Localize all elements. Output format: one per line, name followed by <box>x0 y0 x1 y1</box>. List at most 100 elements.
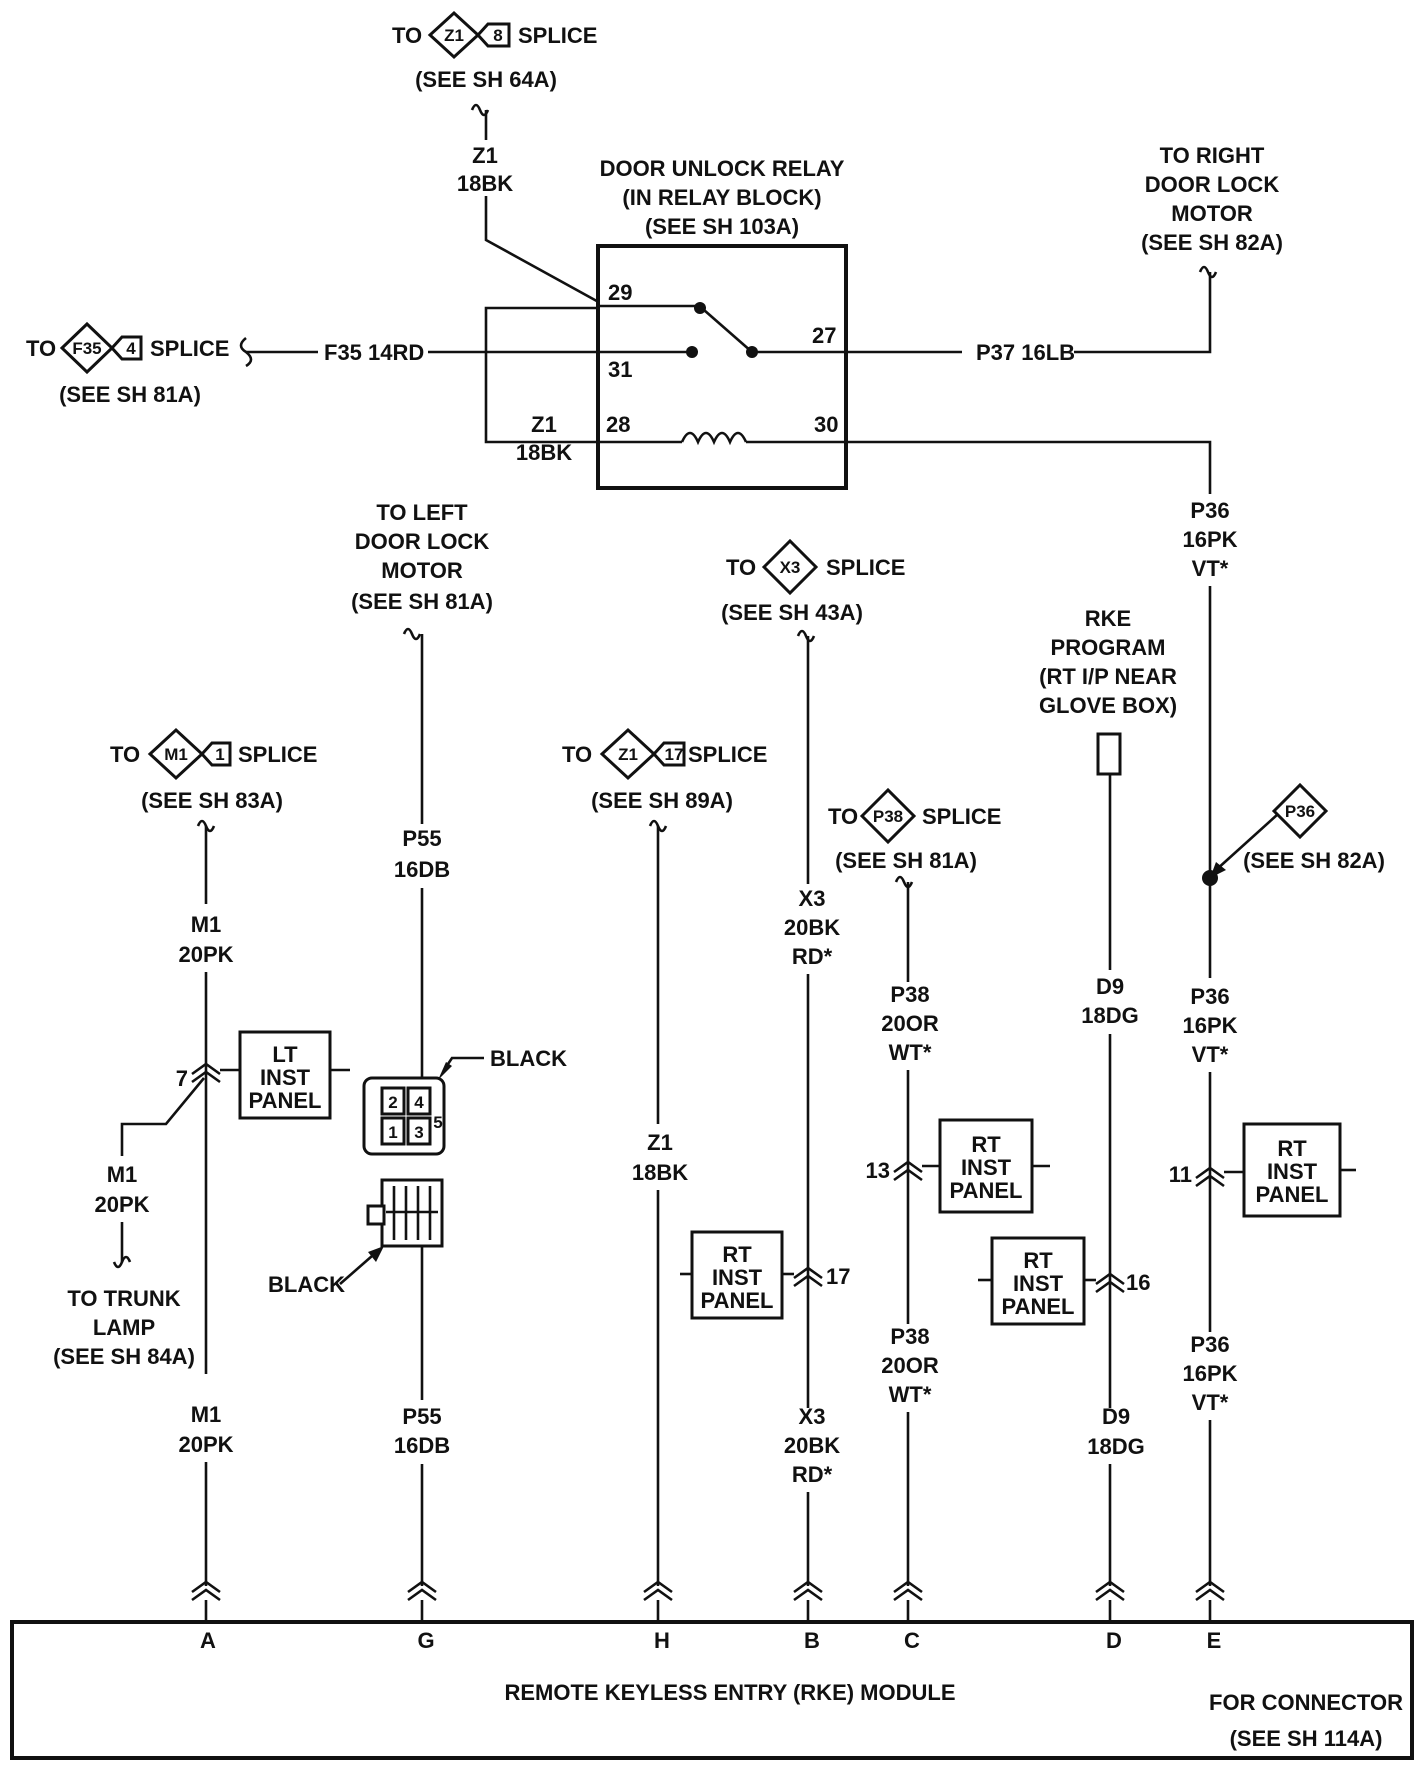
left-lock-ref: (SEE SH 81A) <box>351 589 493 614</box>
splice-z1-8: TO Z1 8 SPLICE (SEE SH 64A) Z1 18BK <box>392 10 605 307</box>
m1-connector-7 <box>191 1062 221 1084</box>
wire-break-symbol <box>796 629 816 643</box>
rt-panel-11-l3: PANEL <box>1256 1182 1329 1207</box>
d9-connector-16 <box>1095 1272 1125 1294</box>
splice-m1-w4: 20PK <box>94 1192 149 1217</box>
rt-panel-13-l1: RT <box>971 1132 1001 1157</box>
splice-f35-num: 4 <box>126 339 136 358</box>
p36-pin-11: 11 <box>1169 1162 1192 1187</box>
z1-loop-code: Z1 <box>531 412 557 437</box>
p36-w2: 16PK <box>1182 527 1237 552</box>
left-lock-w4: 16DB <box>394 1433 450 1458</box>
p36-w7: P36 <box>1190 1332 1229 1357</box>
p36-w4: P36 <box>1190 984 1229 1009</box>
p36-w5: 16PK <box>1182 1013 1237 1038</box>
relay-coil <box>680 431 748 446</box>
right-lock-ref: (SEE SH 82A) <box>1141 230 1283 255</box>
p36-circuit: P36 16PK VT* P36 (SEE SH 82A) P36 16PK V… <box>846 440 1385 1586</box>
p36-connector-11 <box>1195 1166 1225 1188</box>
p36-w3: VT* <box>1192 556 1229 581</box>
wire-z1-gauge: 18BK <box>457 171 513 196</box>
cavity-label-3: 3 <box>414 1123 423 1142</box>
p36-w9: VT* <box>1192 1390 1229 1415</box>
wire-break-symbol <box>402 627 422 641</box>
relay-pin-28: 28 <box>606 412 630 437</box>
relay-pin-27: 27 <box>812 323 836 348</box>
rt-panel-17-l1: RT <box>722 1242 752 1267</box>
trunk-line1: TO TRUNK <box>67 1286 180 1311</box>
left-lock-line2: DOOR LOCK <box>355 529 490 554</box>
relay-switch-arm <box>703 309 753 353</box>
wire-p37-right <box>1074 272 1212 354</box>
module-title: REMOTE KEYLESS ENTRY (RKE) MODULE <box>504 1680 955 1705</box>
cavity-label-5: 5 <box>433 1113 442 1132</box>
right-lock-line1: TO RIGHT <box>1160 143 1265 168</box>
rke-program-w1: D9 <box>1096 974 1124 999</box>
connector-mark-b <box>793 1580 823 1602</box>
connector-cavity-1 <box>380 1116 406 1146</box>
relay-pin-30: 30 <box>814 412 838 437</box>
splice-p38-w6: WT* <box>889 1382 932 1407</box>
rke-program-pin: 16 <box>1126 1270 1150 1295</box>
connector-mark-a <box>191 1580 221 1602</box>
module-connector-note: FOR CONNECTOR <box>1209 1690 1403 1715</box>
p36-diamond <box>1271 782 1329 840</box>
connector-cavity-2 <box>380 1086 406 1116</box>
connector-pins-to-module <box>204 1600 1212 1622</box>
splice-x3-w1: X3 <box>799 886 826 911</box>
splice-m1-w1: M1 <box>191 912 222 937</box>
splice-x3-w5: 20BK <box>784 1433 840 1458</box>
rke-program-line2: PROGRAM <box>1051 635 1166 660</box>
connector-mark-h <box>643 1580 673 1602</box>
p36-diamond-label: P36 <box>1285 802 1315 821</box>
relay-box <box>596 244 848 490</box>
lt-panel-l2: INST <box>260 1065 311 1090</box>
wire-f35-label: F35 14RD <box>324 340 424 365</box>
left-door-lock: TO LEFT DOOR LOCK MOTOR (SEE SH 81A) P55… <box>268 500 567 1586</box>
splice-z1-8-diamond-label: Z1 <box>444 26 464 45</box>
rke-program-line4: GLOVE BOX) <box>1039 693 1177 718</box>
relay-ref: (SEE SH 103A) <box>645 214 799 239</box>
p36-w8: 16PK <box>1182 1361 1237 1386</box>
connector-mark-g <box>407 1580 437 1602</box>
splice-m1-w5: M1 <box>191 1402 222 1427</box>
splice-m1-w2: 20PK <box>178 942 233 967</box>
wire-break-symbol <box>894 875 914 889</box>
splice-z1-8-to: TO <box>392 23 422 48</box>
wire-z1-code: Z1 <box>472 143 498 168</box>
connector-cavity-4 <box>406 1086 432 1116</box>
relay-location: (IN RELAY BLOCK) <box>622 185 821 210</box>
connector-mark-d <box>1095 1580 1125 1602</box>
splice-m1-ref: (SEE SH 83A) <box>141 788 283 813</box>
relay-pin-31: 31 <box>608 357 632 382</box>
connector-lower-latch <box>366 1204 386 1226</box>
splice-m1-pin: 7 <box>176 1066 188 1091</box>
rt-panel-11-l2: INST <box>1267 1159 1318 1184</box>
wire-z1-to-relay <box>484 196 605 307</box>
cavity-label-1: 1 <box>388 1123 397 1142</box>
module-pin-d: D <box>1106 1628 1122 1653</box>
p36-ref: (SEE SH 82A) <box>1243 848 1385 873</box>
wire-break-symbol <box>112 1255 132 1269</box>
connector-lower-terminals <box>386 1186 438 1240</box>
trunk-ref: (SEE SH 84A) <box>53 1344 195 1369</box>
splice-m1-diamond-label: M1 <box>164 745 188 764</box>
rke-program: RKE PROGRAM (RT I/P NEAR GLOVE BOX) D9 1… <box>978 606 1177 1586</box>
rke-program-connector <box>1096 732 1122 776</box>
wire-z1-loop <box>484 306 598 444</box>
rt-panel-13-l3: PANEL <box>950 1178 1023 1203</box>
splice-x3-w6: RD* <box>792 1462 833 1487</box>
rke-module-box <box>10 1620 1414 1760</box>
door-unlock-relay: DOOR UNLOCK RELAY (IN RELAY BLOCK) (SEE … <box>596 156 848 490</box>
splice-p38-w5: 20OR <box>881 1353 939 1378</box>
splice-f35-ref: (SEE SH 81A) <box>59 382 201 407</box>
rke-program-w3: D9 <box>1102 1404 1130 1429</box>
splice-x3-diamond <box>761 538 819 596</box>
splice-x3-label: SPLICE <box>826 555 905 580</box>
p36-splice-leader <box>1215 813 1279 871</box>
connector-mark-e <box>1195 1580 1225 1602</box>
splice-m1-w3: M1 <box>107 1162 138 1187</box>
relay-title: DOOR UNLOCK RELAY <box>600 156 845 181</box>
splice-z1-8-ref: (SEE SH 64A) <box>415 67 557 92</box>
splice-z1-17-w2: 18BK <box>632 1160 688 1185</box>
